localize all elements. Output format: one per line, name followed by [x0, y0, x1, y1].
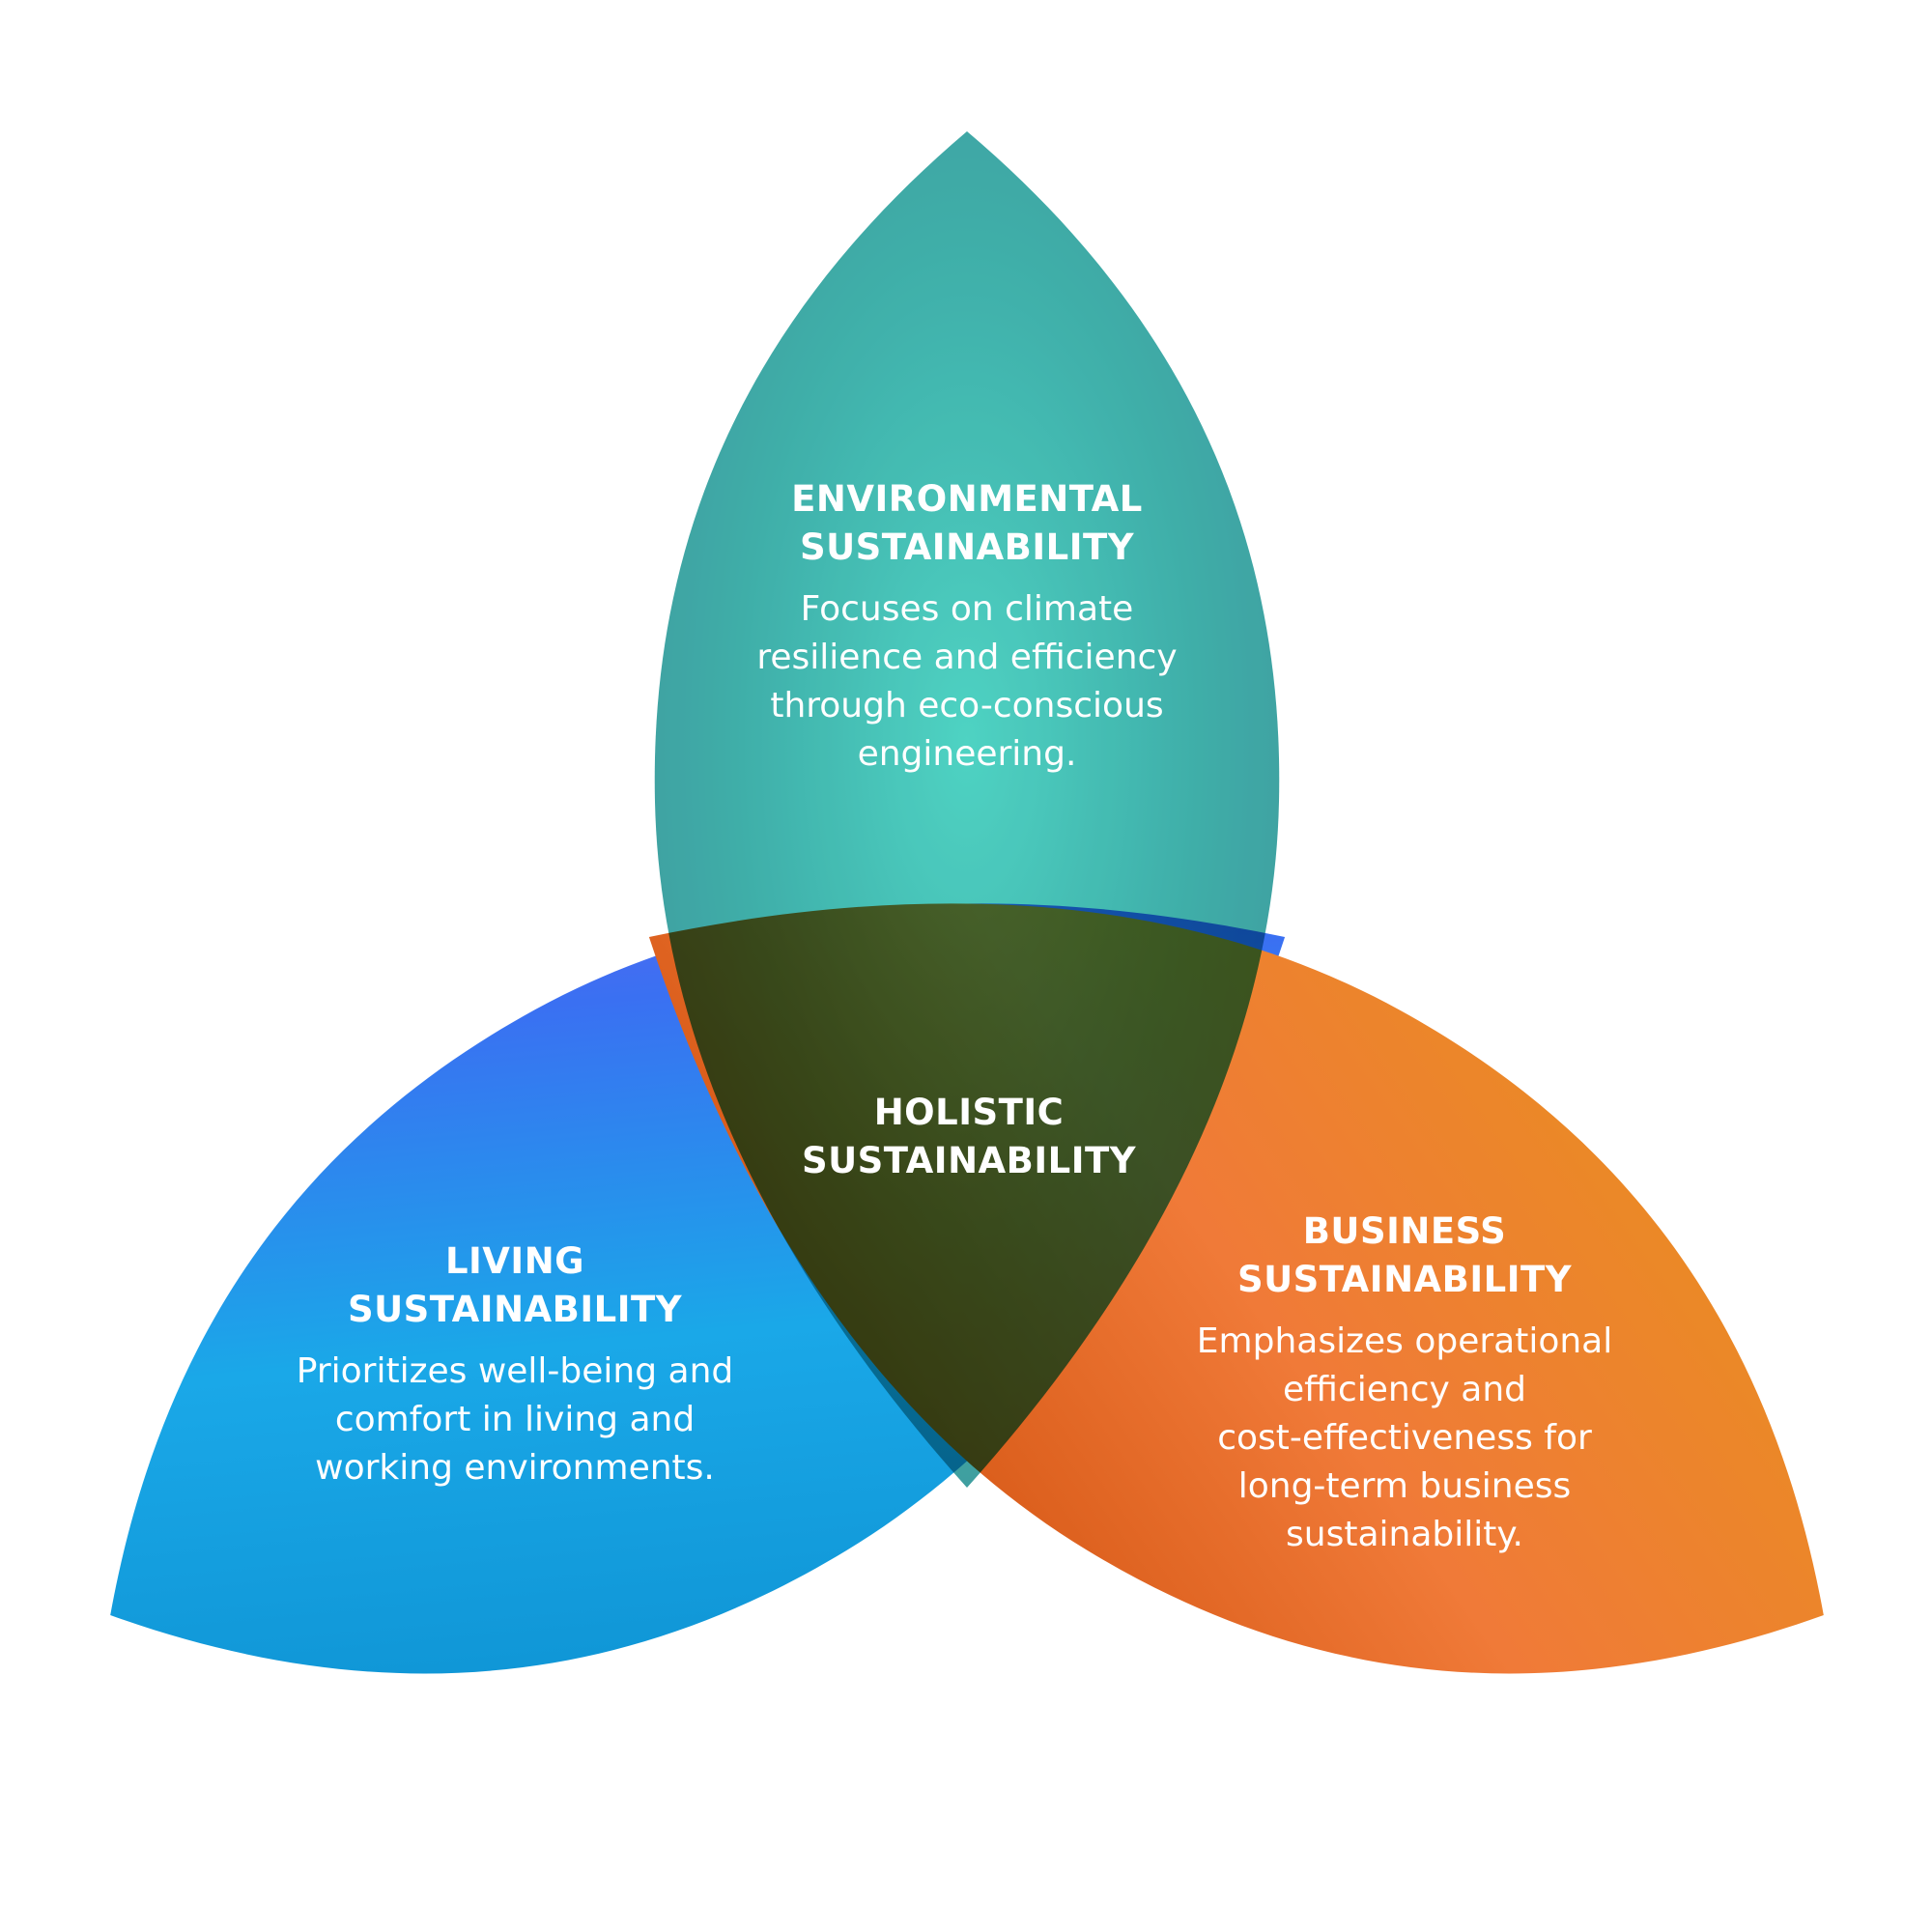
- title-line: SUSTAINABILITY: [801, 1140, 1137, 1181]
- body-line: through eco-conscious: [770, 686, 1164, 725]
- business-description: Emphasizes operational efficiency and co…: [1197, 1318, 1612, 1559]
- title-line: SUSTAINABILITY: [347, 1289, 683, 1330]
- living-section: LIVING SUSTAINABILITY Prioritizes well-b…: [297, 1237, 734, 1492]
- holistic-title: HOLISTIC SUSTAINABILITY: [802, 1089, 1136, 1185]
- title-line: HOLISTIC: [873, 1092, 1065, 1133]
- title-line: ENVIRONMENTAL: [791, 478, 1143, 520]
- body-line: Emphasizes operational: [1196, 1321, 1613, 1361]
- body-line: resilience and efficiency: [756, 638, 1178, 677]
- body-line: Prioritizes well-being and: [296, 1351, 734, 1391]
- environmental-description: Focuses on climate resilience and effici…: [756, 585, 1177, 779]
- body-line: cost-effectiveness for: [1217, 1418, 1592, 1458]
- body-line: engineering.: [857, 734, 1077, 774]
- title-line: BUSINESS: [1302, 1210, 1507, 1252]
- environmental-section: ENVIRONMENTAL SUSTAINABILITY Focuses on …: [756, 475, 1177, 779]
- business-section: BUSINESS SUSTAINABILITY Emphasizes opera…: [1197, 1208, 1612, 1559]
- living-description: Prioritizes well-being and comfort in li…: [297, 1348, 734, 1492]
- title-line: SUSTAINABILITY: [1236, 1259, 1573, 1300]
- living-title: LIVING SUSTAINABILITY: [297, 1237, 734, 1334]
- environmental-title: ENVIRONMENTAL SUSTAINABILITY: [756, 475, 1177, 572]
- holistic-section: HOLISTIC SUSTAINABILITY: [802, 1089, 1136, 1185]
- business-title: BUSINESS SUSTAINABILITY: [1197, 1208, 1612, 1304]
- body-line: working environments.: [315, 1448, 715, 1488]
- title-line: LIVING: [444, 1240, 585, 1282]
- body-line: long-term business: [1237, 1466, 1572, 1506]
- body-line: sustainability.: [1286, 1515, 1523, 1554]
- body-line: Focuses on climate: [800, 589, 1134, 629]
- title-line: SUSTAINABILITY: [799, 526, 1135, 568]
- body-line: efficiency and: [1283, 1370, 1526, 1409]
- body-line: comfort in living and: [334, 1400, 696, 1439]
